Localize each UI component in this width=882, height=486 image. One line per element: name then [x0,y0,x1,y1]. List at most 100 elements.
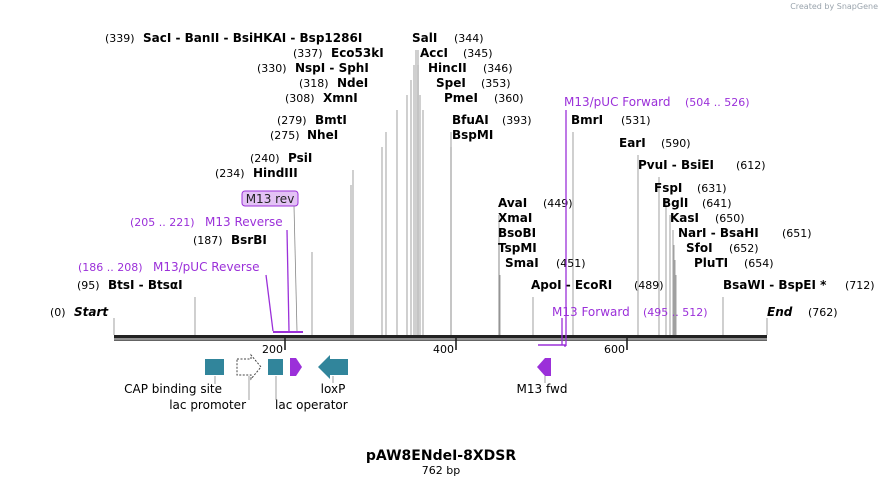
primer-line [265,274,274,332]
site-name: SacI - BanII - BsiHKAI - Bsp1286I [143,31,362,45]
end-position: (0) [50,306,66,319]
plasmid-length: 762 bp [422,464,460,477]
site-position: (650) [715,212,745,225]
site-name: AvaI [498,196,527,210]
restriction-site[interactable]: BfuAI(393) [452,113,532,127]
restriction-site[interactable]: SalI(344) [412,31,484,45]
site-position: (654) [744,257,774,270]
site-position: (451) [556,257,586,270]
site-position: (360) [494,92,524,105]
site-name: ApoI - EcoRI [531,278,612,292]
feature-loxp[interactable] [318,355,348,379]
restriction-site[interactable]: PluTI (654) [694,256,774,270]
restriction-site[interactable]: BmrI (531) [571,113,651,127]
restriction-site[interactable]: HincII(346) [428,61,513,75]
site-position: (339) [105,32,135,45]
restriction-site[interactable]: SacI - BanII - BsiHKAI - Bsp1286I (339) [105,31,362,45]
site-name: XmaI [498,211,532,225]
restriction-site[interactable]: HindIII(234) [215,166,298,180]
ruler-tick-label: 600 [604,343,625,356]
site-labels: BsaWI - BspEI *(712) PluTI (654) SfoI (652) N… [50,31,875,319]
feature-lac-promoter[interactable] [236,353,262,381]
site-position: (652) [729,242,759,255]
feature-lac-operator[interactable] [268,359,283,375]
feature-label-cap-binding-site: CAP binding site [124,382,222,396]
restriction-site[interactable]: FspI (631) [654,181,727,195]
primer-range: (504 .. 526) [685,96,750,109]
primer-range: (495 .. 512) [643,306,708,319]
restriction-site[interactable]: EarI(590) [619,136,691,150]
restriction-site[interactable]: NdeI(318) [299,76,368,90]
features: CAP binding site lac promoter lac operator… [124,353,567,412]
primer-m13-reverse[interactable]: (205 .. 221)M13 Reverse [130,215,290,332]
site-name: PluTI [694,256,728,270]
site-position: (337) [293,47,323,60]
site-name: BmrI [571,113,603,127]
site-name: BsrBI [231,233,267,247]
site-name: SpeI [436,76,466,90]
restriction-site[interactable]: BsaWI - BspEI *(712) [723,278,875,292]
site-name: HindIII [253,166,298,180]
feature-cap-binding-site[interactable] [205,359,224,375]
site-name: NdeI [337,76,368,90]
site-position: (187) [193,234,223,247]
start-marker: Start(0) [50,305,109,319]
site-position: (345) [463,47,493,60]
restriction-site[interactable]: BsoBI [498,226,536,240]
restriction-site[interactable]: XmaI [498,211,532,225]
restriction-site[interactable]: PvuI - BsiEI(612) [638,158,766,172]
site-position: (393) [502,114,532,127]
restriction-site[interactable]: BspMI [452,128,493,142]
arrow-left-icon [318,355,348,379]
restriction-site[interactable]: SpeI(353) [436,76,511,90]
restriction-site[interactable]: NspI - SphI(330) [257,61,369,75]
primer-m13-puc-forward[interactable]: M13/pUC Forward(504 .. 526) [564,95,750,347]
restriction-site[interactable]: AccI(345) [420,46,493,60]
site-name: NspI - SphI [295,61,369,75]
end-label: End [767,305,793,319]
arrow-right-outline-icon [236,353,262,381]
site-name: FspI [654,181,682,195]
restriction-site[interactable]: XmnI(308) [285,91,358,105]
site-name: BspMI [452,128,493,142]
feature-label-lac-operator: lac operator [275,398,348,412]
restriction-site[interactable]: ApoI - EcoRI(489) [531,278,664,292]
primer-m13-puc-reverse[interactable]: (186 .. 208)M13/pUC Reverse [78,260,303,333]
primers: M13/pUC Forward(504 .. 526)M13 Forward(4… [78,95,750,347]
primer-line [293,205,298,332]
primer-m13-forward[interactable]: M13 Forward(495 .. 512) [538,305,708,346]
site-position: (449) [543,197,573,210]
site-name: HincII [428,61,467,75]
restriction-site[interactable]: Eco53kI(337) [293,46,384,60]
primer-m13-rev-box[interactable]: M13 rev [241,190,299,332]
primer-line [286,229,290,332]
restriction-site[interactable]: KasI(650) [670,211,745,225]
restriction-site[interactable]: TspMI [498,241,537,255]
restriction-site[interactable]: BmtI(279) [277,113,347,127]
site-position: (631) [697,182,727,195]
snapgene-watermark: Created by SnapGene [790,2,878,11]
restriction-site[interactable]: NarI - BsaHI(651) [678,226,812,240]
feature-m13-fwd[interactable] [537,358,551,376]
site-name: NheI [307,128,338,142]
restriction-site[interactable]: PmeI (360) [444,91,524,105]
site-position: (531) [621,114,651,127]
site-name: SfoI [686,241,713,255]
restriction-site[interactable]: BglI(641) [662,196,732,210]
restriction-site[interactable]: NheI(275) [270,128,338,142]
restriction-site[interactable]: PsiI(240) [250,151,312,165]
site-position: (344) [454,32,484,45]
restriction-site[interactable]: SmaI(451) [505,256,586,270]
restriction-site[interactable]: BtsI - BtsαI(95) [77,278,183,292]
restriction-site[interactable]: SfoI (652) [686,241,759,255]
feature-m13-rev[interactable] [290,358,302,376]
site-name: XmnI [323,91,358,105]
restriction-site[interactable]: AvaI (449) [498,196,573,210]
site-name: PmeI [444,91,478,105]
restriction-site[interactable]: BsrBI (187) [193,233,267,247]
primer-range: (205 .. 221) [130,216,195,229]
site-name: EarI [619,136,646,150]
ruler-tick-label: 400 [433,343,454,356]
feature-label-lac-promoter: lac promoter [169,398,246,412]
feature-box-icon [205,359,224,375]
